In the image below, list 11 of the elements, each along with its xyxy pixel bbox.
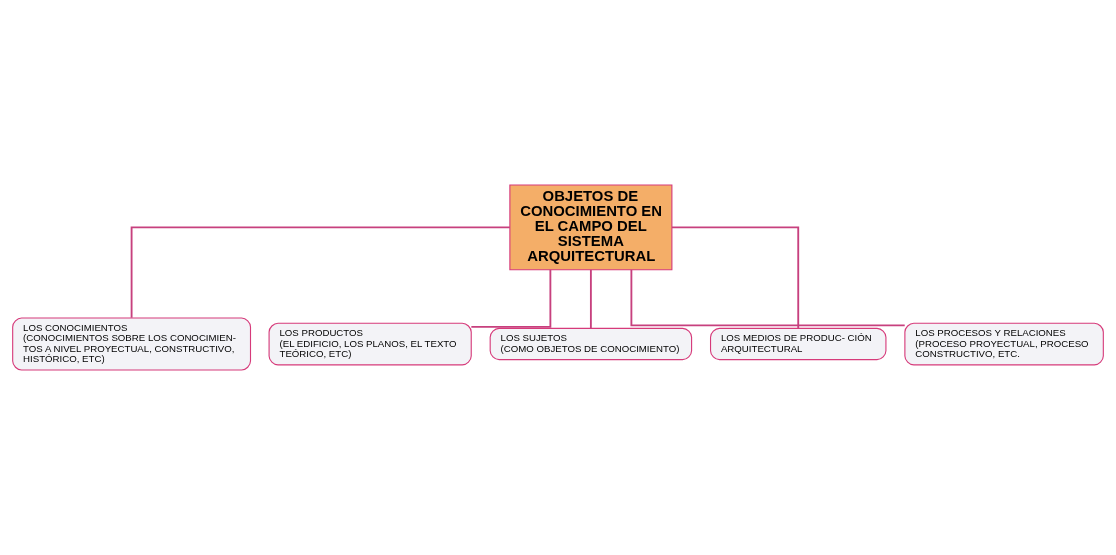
node-box: LOS PRODUCTOS (EL EDIFICIO, LOS PLANOS, EL TEXTO TEÓRICO, ETC) [268,322,472,366]
node-box: LOS CONOCIMIENTOS (CONOCIMIENTOS SOBRE LOS CONOCIMIEN- TOS A NIVEL PROYECTUAL, CONSTRUCTIVO, HISTÓRICO, ETC) [12,317,252,371]
connector [470,268,552,328]
node-box: LOS PROCESOS Y RELACIONES (PROCESO PROYECTUAL, PROCESO CONSTRUCTIVO, ETC. [904,322,1104,366]
connector [589,268,592,330]
node-box: OBJETOS DE CONOCIMIENTO EN EL CAMPO DEL SISTEMA ARQUITECTURAL [509,184,673,271]
node-box: LOS SUJETOS (COMO OBJETOS DE CONOCIMIENTO) [489,327,693,361]
connector [130,226,511,319]
connector [671,226,800,330]
node-box: LOS MEDIOS DE PRODUC- CIÓN ARQUITECTURAL [710,327,887,361]
connector [630,268,906,327]
